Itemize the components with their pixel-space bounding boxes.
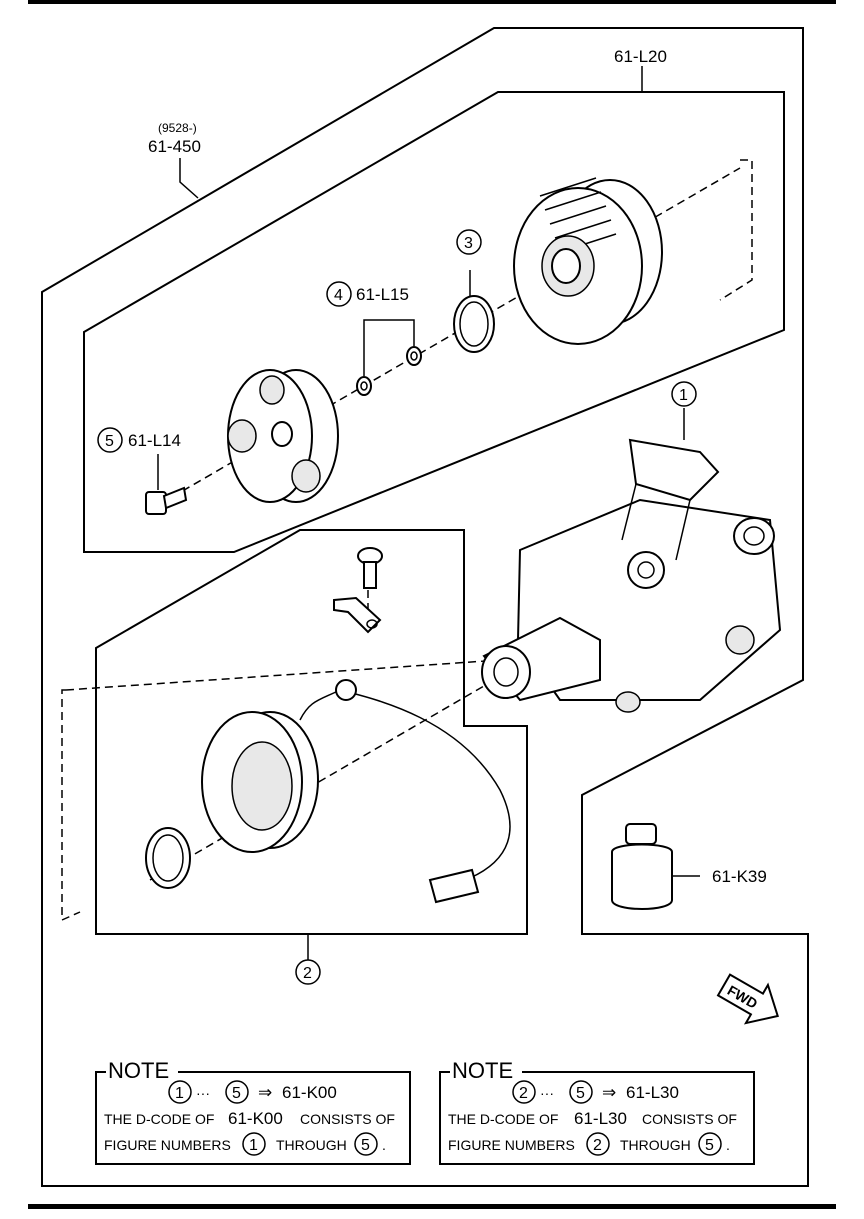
snap-ring-part: [453, 270, 495, 353]
note-box-2: NOTE 2 ··· 5 ⇒ 61-L30 THE D-CODE OF 61-L…: [439, 1056, 755, 1165]
callout-2: [295, 959, 321, 985]
clutch-code-label: 61-L20: [614, 47, 667, 66]
callout-2-label: 2: [303, 965, 312, 982]
note-2-line2-post: CONSISTS OF: [642, 1111, 737, 1127]
note-1-line2-pre: THE D-CODE OF: [104, 1111, 214, 1127]
coil-boundary: [95, 529, 528, 935]
note-1-line2-code: 61-K00: [228, 1109, 283, 1128]
pulley-part: [513, 177, 663, 345]
kit-code-label: 61-450: [148, 137, 201, 156]
coil-axis-upper: [65, 659, 501, 691]
callout-1-label: 1: [679, 387, 688, 404]
note-1-range-start: 1: [175, 1085, 184, 1102]
callout-3-label: 3: [464, 235, 473, 252]
note-1-line3-end: 5: [361, 1137, 370, 1154]
compressor-part: [481, 438, 782, 713]
note-2-line3-pre: FIGURE NUMBERS: [448, 1137, 575, 1153]
note-2-line3-start: 2: [593, 1137, 602, 1154]
note-2-line2-pre: THE D-CODE OF: [448, 1111, 558, 1127]
note-1-title: NOTE: [108, 1058, 169, 1083]
callout-4-label: 4: [334, 287, 343, 304]
note-1-line3-pre: FIGURE NUMBERS: [104, 1137, 231, 1153]
note-2-line2-code: 61-L30: [574, 1109, 627, 1128]
note-box-1: NOTE 1 ··· 5 ⇒ 61-K00 THE D-CODE OF 61-K…: [95, 1056, 411, 1165]
fwd-arrow: FWD: [716, 973, 779, 1025]
bolt-code-label: 61-L14: [128, 431, 181, 450]
note-1-range-end: 5: [232, 1085, 241, 1102]
note-1-line3-mid: THROUGH: [276, 1137, 347, 1153]
shim-code-label: 61-L15: [356, 285, 409, 304]
note-1-line3-dot: .: [382, 1137, 386, 1153]
note-2-range-start: 2: [519, 1085, 528, 1102]
note-1-range-sep: ···: [196, 1085, 210, 1101]
note-2-line3-dot: .: [726, 1137, 730, 1153]
screw-clamp-part: [333, 547, 383, 634]
note-2-title: NOTE: [452, 1058, 513, 1083]
kit-prefix-label: (9528-): [158, 121, 197, 135]
clutch-boundary: [83, 91, 785, 553]
kit-boundary: [41, 27, 809, 1187]
note-2-arrow: ⇒: [602, 1083, 616, 1102]
callout-5: [97, 427, 123, 453]
shim-parts: [356, 319, 422, 396]
note-2-line3-mid: THROUGH: [620, 1137, 691, 1153]
callout-3: [456, 229, 482, 255]
top-rule: [28, 0, 836, 4]
callout-5-label: 5: [105, 433, 114, 450]
note-2-range-sep: ···: [540, 1085, 554, 1101]
field-coil-part: [201, 679, 511, 904]
bolt-part: [145, 454, 188, 515]
oil-bottle-part: [611, 823, 700, 910]
note-1-arrow: ⇒: [258, 1083, 272, 1102]
coil-snap-ring-part: [145, 827, 191, 889]
oil-code-label: 61-K39: [712, 867, 767, 886]
bottom-rule: [28, 1204, 836, 1209]
note-2-line3-end: 5: [705, 1137, 714, 1154]
callout-4: [326, 281, 352, 307]
coil-axis-left: [61, 689, 81, 922]
note-1-code: 61-K00: [282, 1083, 337, 1102]
note-2-range-end: 5: [576, 1085, 585, 1102]
note-1-line3-start: 1: [249, 1137, 258, 1154]
note-1-line2-post: CONSISTS OF: [300, 1111, 395, 1127]
clutch-axis-corner: [719, 159, 753, 301]
kit-leader: [179, 158, 199, 199]
callout-1: [671, 381, 697, 407]
note-2-code: 61-L30: [626, 1083, 679, 1102]
pressure-plate-part: [227, 369, 339, 503]
coil-axis-line: [149, 671, 509, 881]
